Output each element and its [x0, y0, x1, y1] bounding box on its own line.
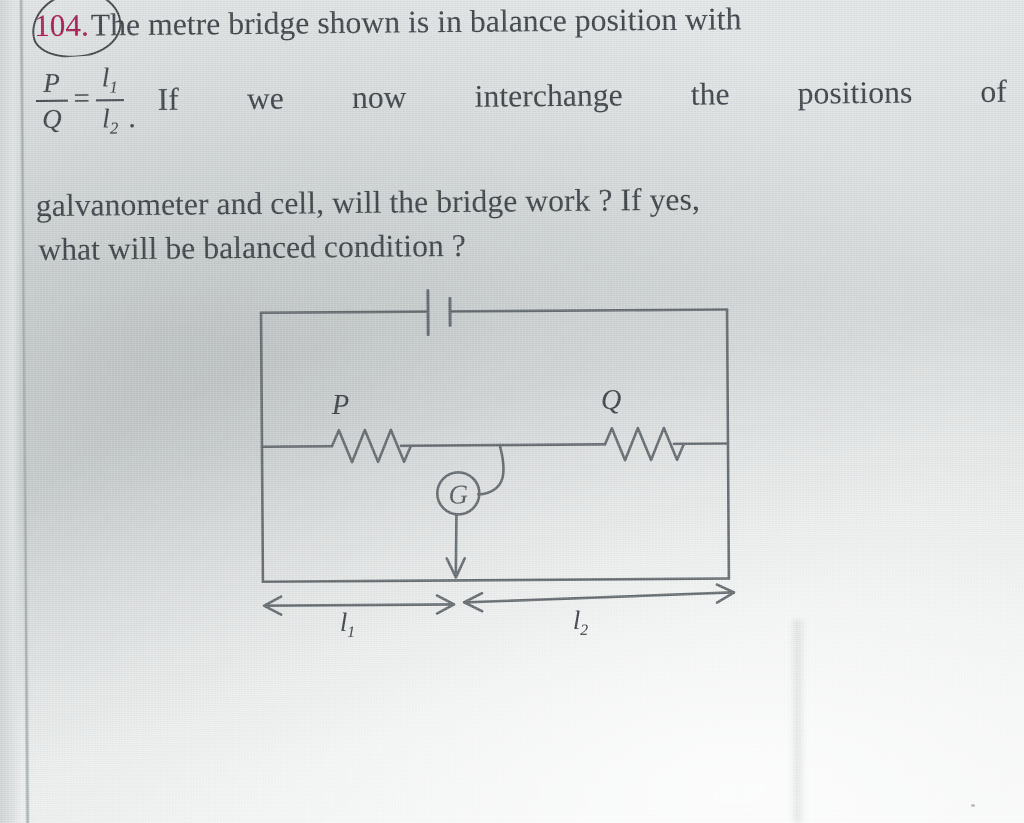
question-line-2-tail: If we now interchange the positions of [157, 73, 1008, 118]
wire-top-left [259, 310, 430, 315]
fraction-bar-right [96, 99, 125, 102]
wire-right [725, 308, 731, 580]
question-number: 104. [34, 9, 89, 41]
wire-galvanometer-lead [477, 444, 505, 496]
dimension-line-l1 [265, 603, 453, 608]
wire-mid-center-right [498, 443, 607, 447]
fraction-p-over-q: P Q [35, 67, 68, 134]
fraction-numerator-l1: l1 [101, 62, 119, 97]
question-line-4: what will be balanced condition ? [38, 227, 467, 267]
dimension-arrowhead-l2-right [715, 583, 736, 604]
dimension-arrowhead-l1-left [262, 595, 283, 616]
dimension-arrowhead-l2-left [462, 591, 484, 613]
dimension-line-l2 [465, 591, 733, 604]
word-we: we [246, 80, 285, 117]
fraction-denominator-l2: l2 [102, 103, 119, 138]
wire-bottom-slide [261, 577, 731, 584]
paper-crease [790, 620, 806, 823]
resistor-p-label: P [332, 390, 350, 421]
galvanometer-label: G [448, 479, 468, 509]
fraction-denominator-q: Q [41, 103, 62, 134]
question-text-block: 104. The metre bridge shown is in balanc… [34, 0, 1010, 267]
word-interchange: interchange [474, 77, 623, 114]
paper-speck [971, 804, 975, 807]
fraction-bar-left [35, 99, 68, 102]
question-line-3: galvanometer and cell, will the bridge w… [35, 181, 701, 223]
wire-top-right [448, 308, 729, 313]
page-edge-shadow [0, 0, 22, 823]
fraction-numerator-p: P [43, 67, 61, 98]
resistor-q-zigzag [603, 426, 686, 462]
fraction-l1-over-l2: l1 l2 [96, 62, 125, 138]
period-after-fraction: . [128, 100, 137, 135]
equals-sign: = [73, 82, 91, 116]
length-l2-label: l2 [573, 606, 589, 640]
length-l1-label: l1 [340, 608, 356, 642]
word-now: now [351, 79, 407, 116]
resistor-p-zigzag [330, 428, 413, 464]
wire-jockey [454, 513, 458, 574]
word-if: If [157, 81, 180, 118]
galvanometer-circle [436, 471, 481, 516]
word-of: of [980, 73, 1008, 110]
word-positions: positions [797, 74, 913, 111]
wire-left [259, 311, 265, 584]
jockey-arrowhead [445, 557, 467, 579]
word-the: the [690, 76, 730, 112]
resistor-q-label: Q [601, 385, 622, 416]
dimension-arrowhead-l1-right [435, 594, 456, 615]
question-line-2: P Q = l1 l2 . If we now interchange the … [35, 55, 1008, 138]
question-line-1-text: The metre bridge shown is in balance pos… [90, 1, 742, 43]
question-number-text: 104. [34, 7, 90, 43]
wire-mid-center-left [399, 443, 502, 448]
question-line-1: 104. The metre bridge shown is in balanc… [34, 1, 1006, 42]
